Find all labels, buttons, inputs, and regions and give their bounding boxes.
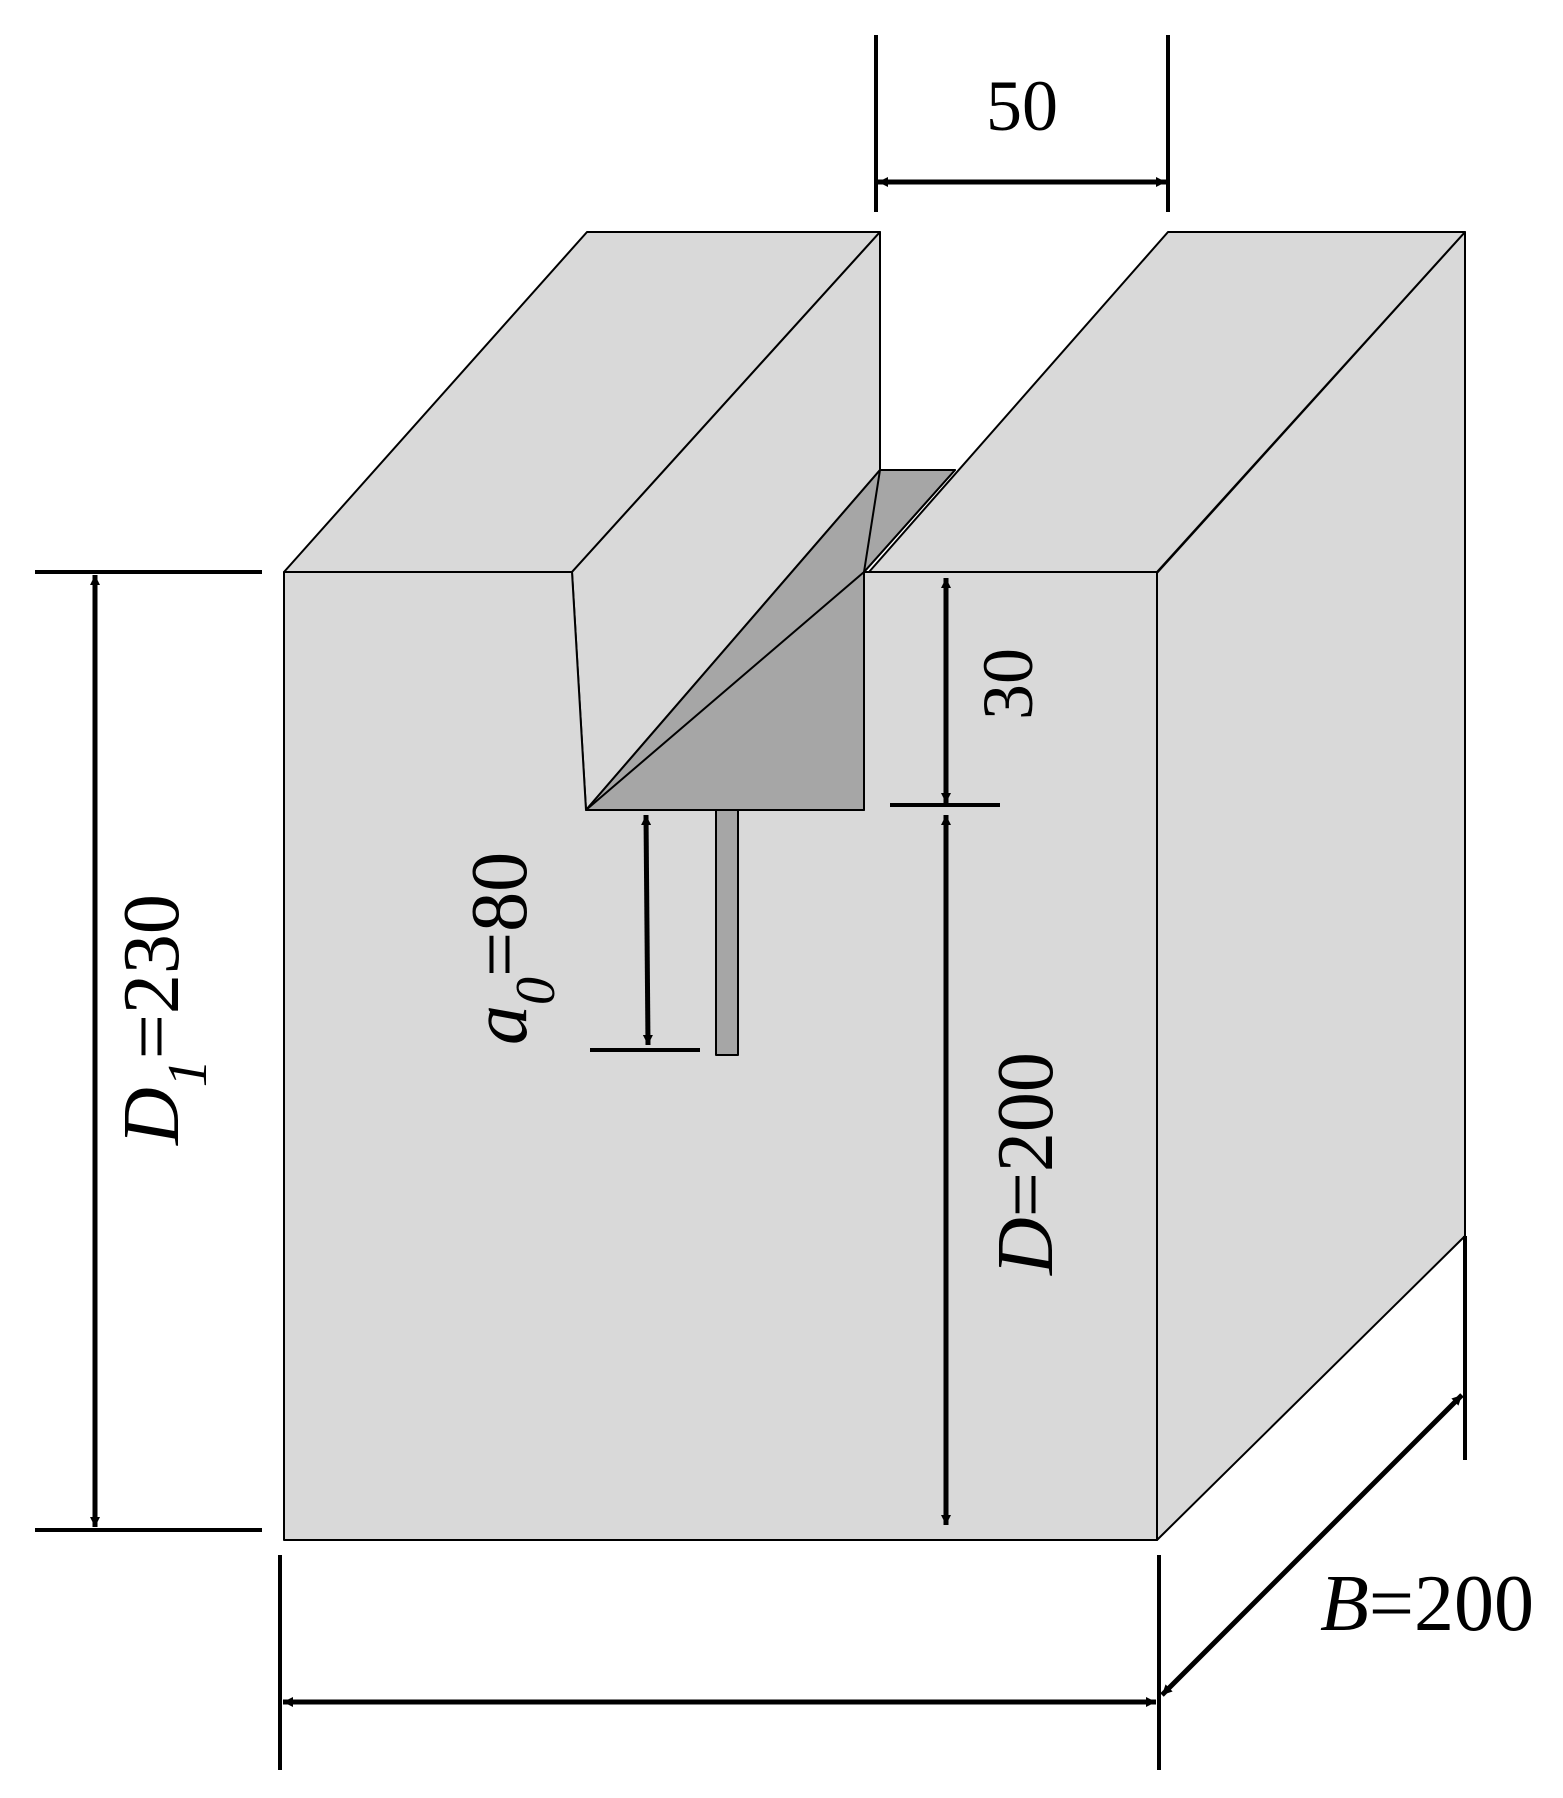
d1-dimension [35,570,262,1532]
b-dimension [1160,1236,1467,1697]
d-label: D=200 [982,1052,1070,1276]
groove-floor-front [585,469,956,811]
d1-symbol: D [108,1087,196,1146]
d-value: =200 [982,1052,1070,1217]
specimen-block [283,231,1466,1541]
groove-depth-dimension [890,578,1000,807]
b-symbol: B [1320,1560,1369,1648]
b-label: B=200 [1320,1560,1534,1648]
bottom-width-dimension [278,1555,1161,1770]
a0-value: =80 [456,852,544,977]
groove-depth-label: 30 [968,648,1048,720]
a0-subscript: 0 [505,977,567,1005]
d1-subscript: 1 [157,1059,219,1087]
initial-crack [715,809,739,1056]
svg-text:a0=80: a0=80 [456,852,567,1045]
svg-text:D1=230: D1=230 [108,894,219,1146]
crack-length-dimension [590,814,700,1052]
d1-label: D1=230 [108,894,219,1146]
svg-text:D=200: D=200 [982,1052,1070,1276]
b-value: =200 [1369,1560,1534,1648]
a0-symbol: a [456,1005,544,1045]
d-symbol: D [982,1217,1070,1276]
slot-width-label: 50 [986,66,1058,146]
slot-width-dimension [874,35,1170,212]
crack-length-label: a0=80 [456,852,567,1045]
svg-text:30: 30 [968,648,1048,720]
d1-value: =230 [108,894,196,1059]
